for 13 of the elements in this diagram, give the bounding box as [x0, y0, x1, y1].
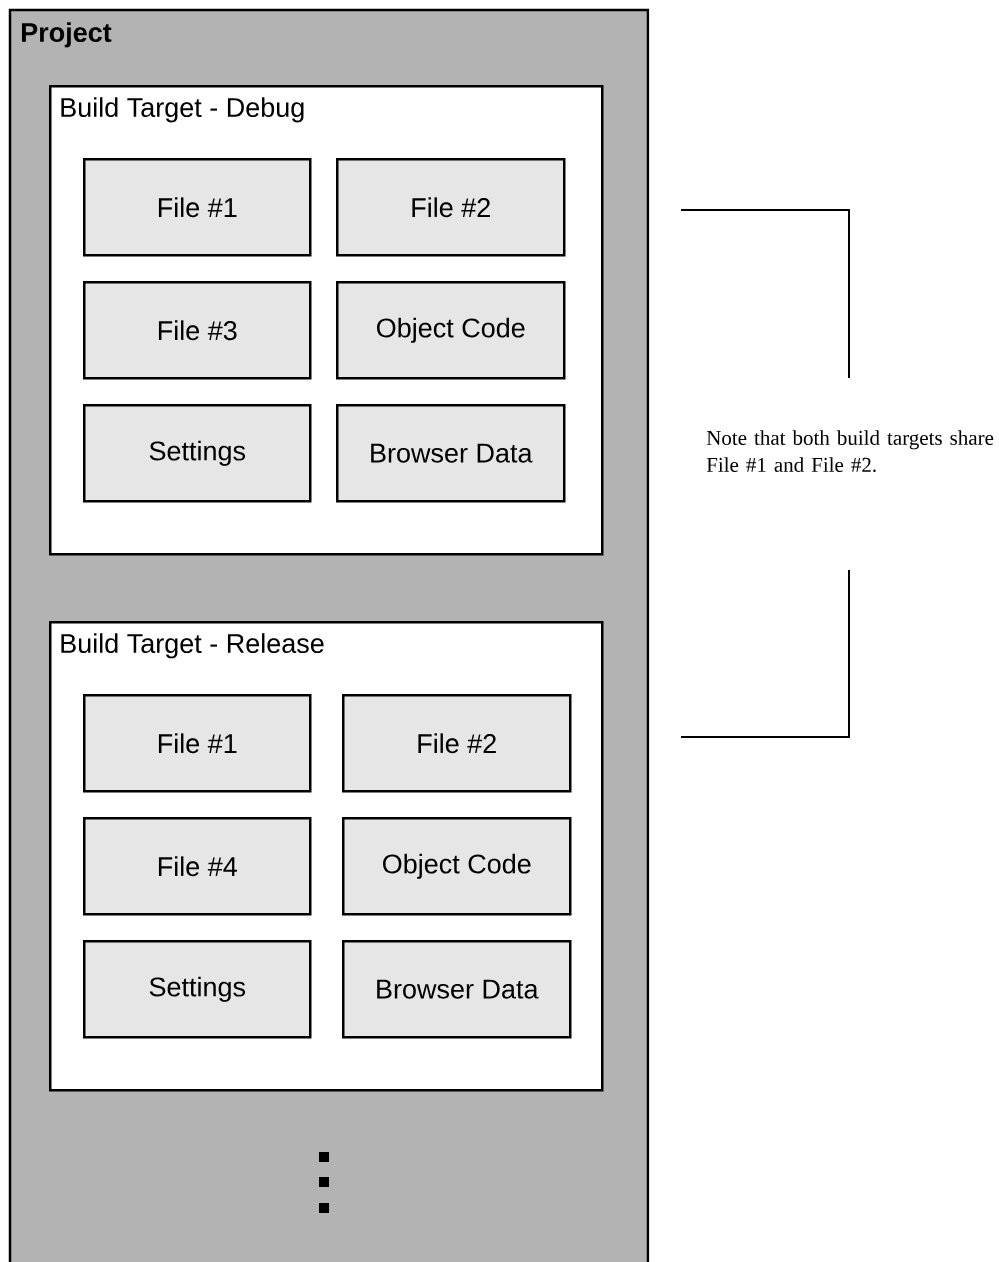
item-box: File #2	[342, 694, 572, 793]
item-box: File #1	[83, 694, 312, 793]
item-box: Object Code	[336, 281, 566, 380]
item-box: File #4	[83, 817, 312, 916]
item-box: Settings	[83, 940, 312, 1039]
item-box: Browser Data	[336, 404, 566, 503]
item-box: File #1	[83, 158, 312, 257]
item-box: File #3	[83, 281, 312, 380]
item-box: Object Code	[342, 817, 572, 916]
item-box: Settings	[83, 404, 312, 503]
item-box: File #2	[336, 158, 566, 257]
item-box: Browser Data	[342, 940, 572, 1039]
note-text: Note that both build targets share File #1 and File #2.	[706, 430, 994, 473]
